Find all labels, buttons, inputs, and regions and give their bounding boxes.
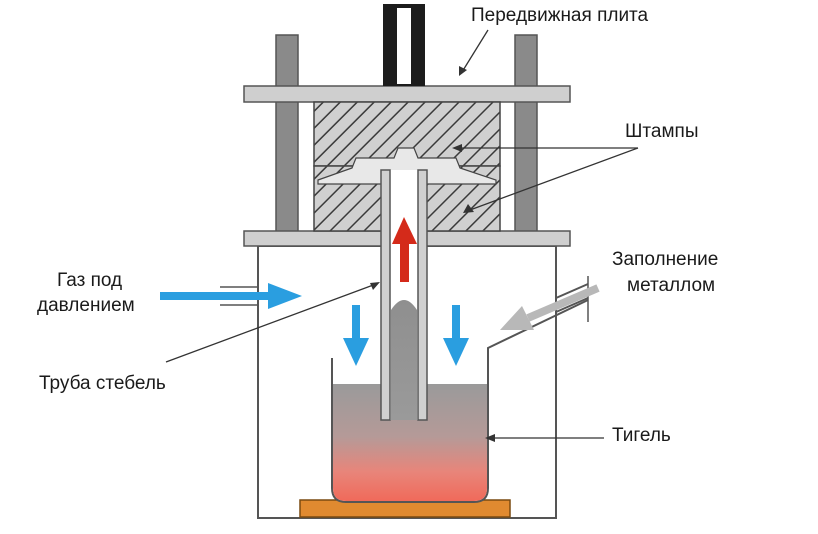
leader-lines (165, 29, 639, 439)
label-dies: Штампы (625, 121, 699, 142)
left-column (275, 34, 299, 234)
mold-cavity (317, 147, 497, 185)
stem-tube-left-wall (380, 169, 391, 421)
moving-plate (243, 85, 571, 103)
label-fill-line2: металлом (627, 275, 716, 296)
pressure-arrow-left (343, 305, 369, 366)
leader-arrowheads (370, 66, 495, 442)
metal-in-tube (391, 300, 417, 420)
label-moving-plate: Передвижная плита (471, 5, 649, 26)
label-gas-line2: давлением (37, 295, 135, 316)
label-fill-line1: Заполнение (612, 249, 719, 270)
stem-tube-right-wall (417, 169, 428, 421)
label-stem-tube: Труба стебель (39, 373, 166, 394)
molten-metal (333, 384, 487, 501)
gas-inlet-arrow (160, 283, 302, 309)
press-rod-slot (397, 8, 411, 84)
right-column (514, 34, 538, 234)
fill-spout-top (555, 283, 589, 313)
fill-arrow (500, 284, 600, 330)
pressure-arrow-right (443, 305, 469, 366)
fill-spout (487, 299, 589, 358)
label-gas-line1: Газ под (57, 270, 123, 291)
rise-arrow (392, 217, 417, 282)
label-crucible: Тигель (612, 425, 671, 446)
